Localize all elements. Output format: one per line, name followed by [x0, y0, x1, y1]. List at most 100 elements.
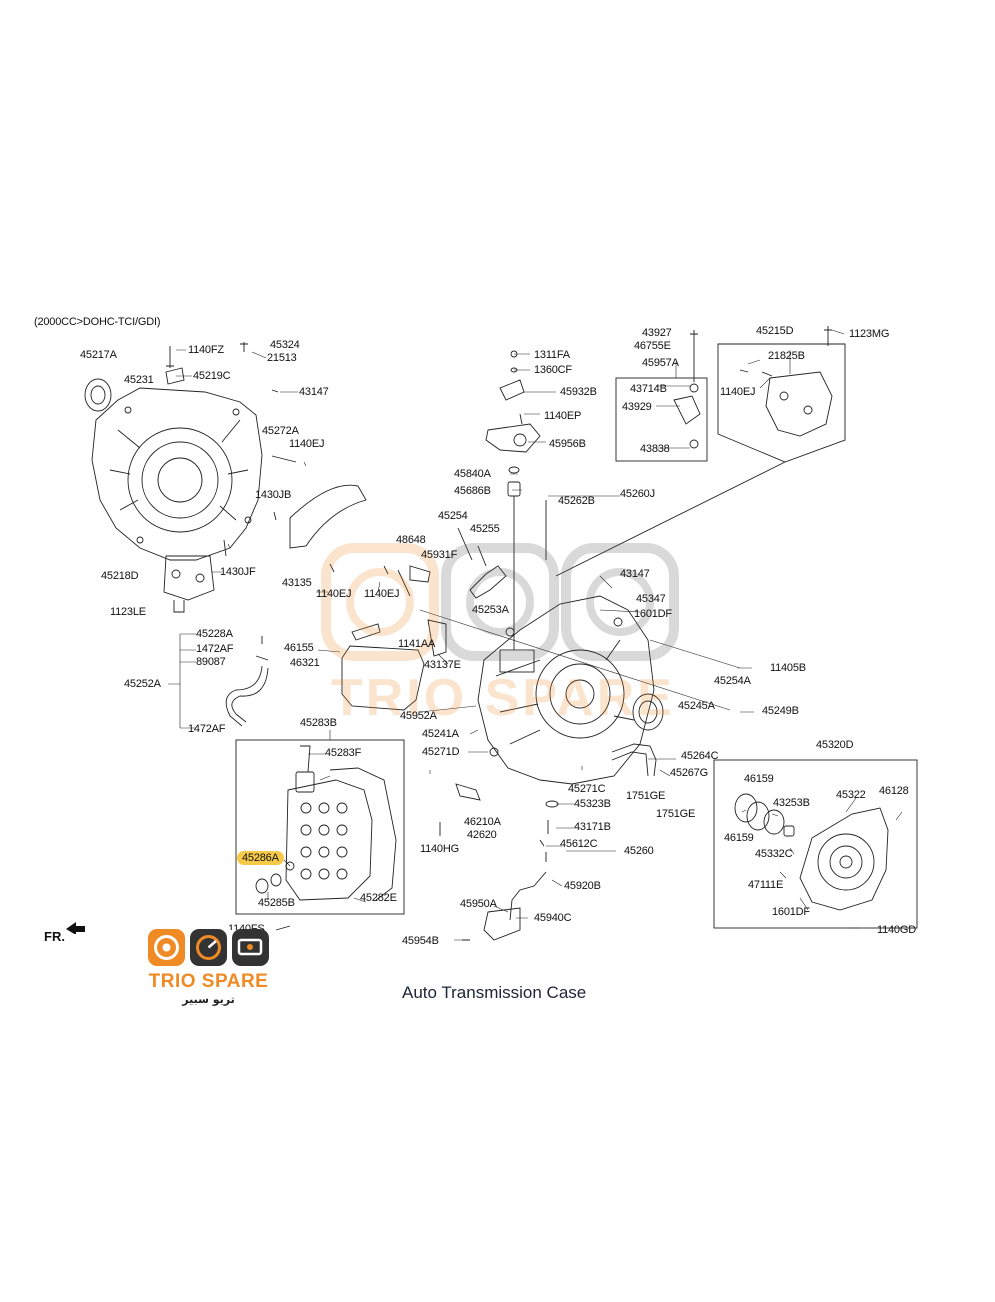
front-arrow-icon [66, 922, 85, 934]
part-label: 45957A [642, 357, 679, 369]
part-label: 1472AF [196, 643, 234, 655]
part-label: 45952A [400, 710, 437, 722]
part-label: 1140EP [544, 410, 582, 422]
part-label: 45231 [124, 374, 154, 386]
part-label: 89087 [196, 656, 226, 668]
part-label: 1430JB [255, 489, 292, 501]
part-label: 45347 [636, 593, 666, 605]
part-label: 45931F [421, 549, 458, 561]
brand-name: TRIO SPARE [148, 971, 269, 992]
part-label: 45252A [124, 678, 161, 690]
part-label: 1751GE [656, 808, 696, 820]
part-label: 21825B [768, 350, 805, 362]
part-label: 45686B [454, 485, 491, 497]
brand-watermark: TRIO SPARE [318, 540, 688, 760]
oil-pipe-drawing [611, 743, 657, 777]
part-label: 46321 [290, 657, 320, 669]
part-label: 48648 [396, 534, 426, 546]
part-label: 45285B [258, 897, 295, 909]
part-label: 45320D [816, 739, 854, 751]
front-direction-label: FR. [44, 922, 85, 944]
part-label: 42620 [467, 829, 497, 841]
part-label: 45249B [762, 705, 799, 717]
part-label: 1140EJ [720, 386, 756, 398]
part-label: 1140EJ [364, 588, 400, 600]
oil-strainer-drawing [341, 619, 447, 711]
brand-logo: TRIO SPARE تريو سبير [146, 928, 271, 1008]
part-label: 45272A [262, 425, 299, 437]
part-label: 45271D [422, 746, 460, 758]
part-label: 1140FZ [188, 344, 224, 356]
part-label: 45956B [549, 438, 586, 450]
part-label: 45612C [560, 838, 598, 850]
part-label: 45215D [756, 325, 794, 337]
part-label: 45267G [670, 767, 708, 779]
part-label: 45283B [300, 717, 337, 729]
part-label: 43147 [620, 568, 650, 580]
part-label: 45283F [325, 747, 362, 759]
part-label: 1601DF [772, 906, 810, 918]
part-label: 1751GE [626, 790, 666, 802]
front-direction-text: FR. [44, 929, 65, 944]
mount-bracket-drawing [673, 326, 833, 449]
solenoid-assembly-drawing [485, 350, 547, 650]
part-label: 45255 [470, 523, 500, 535]
part-label: 45932B [560, 386, 597, 398]
highlighted-part-label: 45286A [237, 851, 284, 865]
part-label: 45332C [755, 848, 793, 860]
part-label: 45228A [196, 628, 233, 640]
part-label: 45324 [270, 339, 300, 351]
part-label: 1430JF [220, 566, 256, 578]
part-label: 43929 [622, 401, 652, 413]
part-label: 45217A [80, 349, 117, 361]
part-label: 43135 [282, 577, 312, 589]
part-label: 45262B [558, 495, 595, 507]
heat-shield-drawing [289, 484, 367, 549]
sensor-harness-drawing [275, 783, 559, 941]
brand-name-arabic: تريو سبير [182, 993, 235, 1006]
part-label: 46128 [879, 785, 909, 797]
part-label: 43147 [299, 386, 329, 398]
part-label: 45282E [360, 892, 397, 904]
oil-hose-drawing [225, 636, 269, 727]
part-label: 45241A [422, 728, 459, 740]
part-label: 45920B [564, 880, 601, 892]
engine-note: (2000CC>DOHC-TCI/GDI) [34, 316, 161, 328]
part-label: 1140EJ [316, 588, 352, 600]
part-label: 45840A [454, 468, 491, 480]
diagram-caption: Auto Transmission Case [402, 983, 587, 1002]
part-label: 45218D [101, 570, 139, 582]
part-label: 43927 [642, 327, 672, 339]
bracket-drawing [163, 555, 215, 613]
shift-lever-drawing [397, 527, 507, 599]
part-label: 1311FA [534, 349, 570, 361]
part-label: 45253A [472, 604, 509, 616]
bracket-group-box [615, 377, 708, 462]
part-label: 45322 [836, 789, 866, 801]
part-label: 46755E [634, 340, 671, 352]
part-label: 45271C [568, 783, 606, 795]
rear-cover-drawing [734, 793, 889, 911]
part-label: 11405B [770, 662, 806, 674]
part-label: 43171B [574, 821, 611, 833]
oil-pan-drawing [255, 745, 397, 901]
oil-pan-group-box [235, 739, 405, 915]
part-label: 45245A [678, 700, 715, 712]
part-label: 45940C [534, 912, 572, 924]
part-label: 1472AF [188, 723, 226, 735]
part-label: 45260J [620, 488, 655, 500]
part-label: 43714B [630, 383, 667, 395]
part-label: 1360CF [534, 364, 572, 376]
part-label: 1601DF [634, 608, 672, 620]
converter-housing-drawing [91, 387, 263, 561]
part-label: 46210A [464, 816, 501, 828]
part-label: 45254 [438, 510, 468, 522]
part-label: 1140HG [420, 843, 459, 855]
part-label: 45954B [402, 935, 439, 947]
part-label: 45950A [460, 898, 497, 910]
part-label: 45264C [681, 750, 719, 762]
case-seal-drawing [632, 693, 664, 731]
part-label: 1140FS [228, 923, 265, 930]
part-label: 46159 [724, 832, 754, 844]
